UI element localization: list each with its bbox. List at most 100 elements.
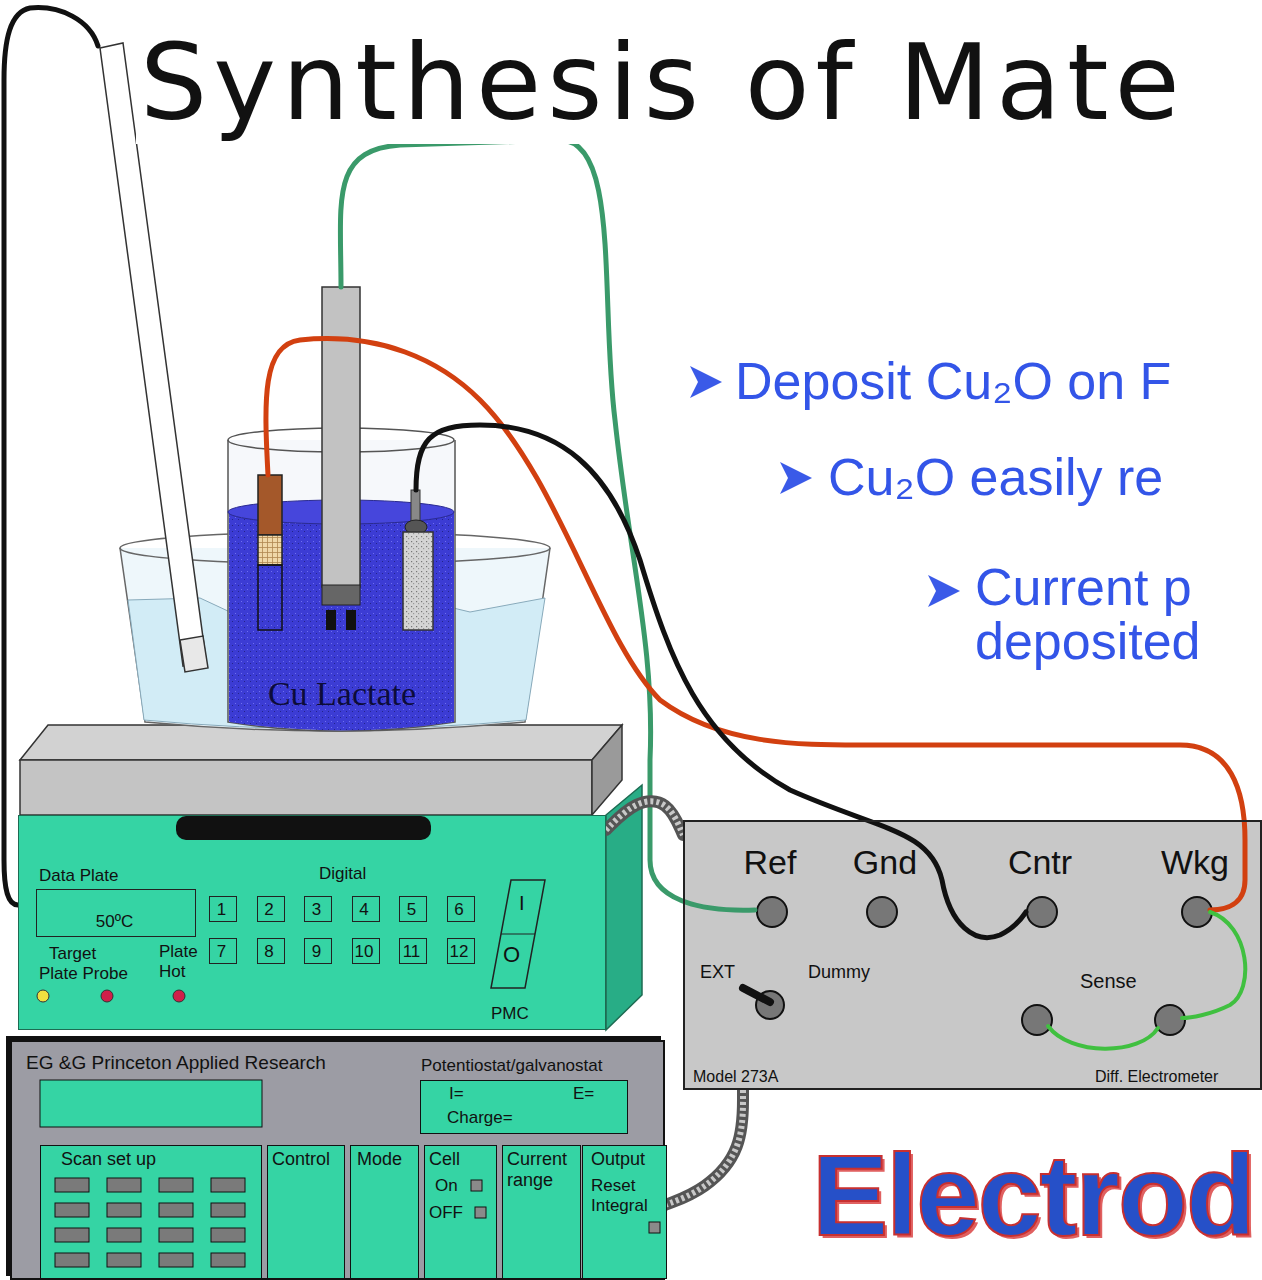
reference-foot	[346, 610, 356, 630]
node-text: Plate Probe	[39, 964, 128, 984]
program-button: 9	[304, 938, 332, 964]
node-text: EG &G Princeton Applied Research	[26, 1052, 326, 1074]
reference-electrode	[322, 287, 360, 587]
keypad-key	[55, 1203, 89, 1217]
node-text: 10	[353, 942, 376, 962]
probe-cable	[4, 8, 98, 905]
keypad-key	[211, 1253, 245, 1267]
cable-braid	[606, 801, 683, 835]
toggle-lever	[743, 988, 770, 1002]
terminal-jack	[1027, 897, 1057, 927]
bullet-text: Cu₂O easily re	[828, 448, 1163, 508]
keypad-key	[159, 1228, 193, 1242]
program-button: 8	[257, 938, 285, 964]
temperature-display: 50ºC	[36, 889, 196, 937]
cable-group	[665, 1090, 743, 1205]
node-text: Output	[591, 1149, 645, 1170]
hot-plate: 50ºC123456789101112IOData PlateDigitalTa…	[18, 815, 606, 1030]
program-button: 4	[352, 896, 380, 922]
output-panel: OutputReset Integral	[582, 1145, 667, 1279]
terminal-jack	[1182, 897, 1212, 927]
keypad-key	[107, 1228, 141, 1242]
terminal-label: Sense	[1080, 970, 1137, 993]
indicator-lamp	[101, 990, 113, 1002]
slide-title: Synthesis of Mate	[136, 22, 1190, 144]
banner-word: Electrod	[812, 1138, 1254, 1252]
reference-foot	[326, 610, 336, 630]
reference-wire	[340, 140, 755, 910]
keypad-key	[55, 1178, 89, 1192]
program-button: 7	[209, 938, 237, 964]
bullet-text: Deposit Cu₂O on F	[735, 352, 1171, 412]
program-button: 3	[304, 896, 332, 922]
switch-label: EXT	[700, 962, 735, 983]
keypad-key	[107, 1203, 141, 1217]
node-text: Plate Hot	[159, 942, 205, 981]
node-text: Reset Integral	[591, 1176, 663, 1215]
instrument-cable	[606, 801, 683, 835]
keypad-key	[107, 1253, 141, 1267]
node-text: Potentiostat/galvanostat	[421, 1056, 602, 1076]
node-text: 4	[353, 900, 376, 920]
node-text: I	[519, 892, 525, 915]
node-text: 12	[448, 942, 471, 962]
bullet-arrow	[780, 462, 812, 494]
bullet-text: deposited	[975, 612, 1201, 672]
node-text: Current range	[507, 1149, 577, 1190]
node-text: 9	[305, 942, 328, 962]
switch-label: Dummy	[808, 962, 870, 983]
terminal-jack	[867, 897, 897, 927]
terminal-label: Gnd	[835, 843, 935, 882]
node-text: Diff. Electrometer	[1095, 1068, 1218, 1086]
node-text: On	[435, 1176, 458, 1196]
node-text: Cell	[429, 1149, 460, 1170]
cable-braid	[665, 1090, 743, 1205]
node-text: E=	[573, 1084, 594, 1104]
node-text: 11	[400, 942, 423, 962]
node-text: Model 273A	[693, 1068, 778, 1086]
reference-tip	[322, 585, 360, 605]
beaker: Cu Lactate	[228, 428, 460, 730]
instrument-cable	[665, 1090, 743, 1205]
node-text: 50ºC	[37, 912, 192, 932]
indicator-lamp	[173, 990, 185, 1002]
node-text: I=	[449, 1084, 464, 1104]
node-text: Mode	[357, 1149, 402, 1170]
wire-ends	[685, 822, 1245, 1049]
node-text: 5	[400, 900, 423, 920]
keypad-key	[159, 1178, 193, 1192]
program-button: 10	[352, 938, 380, 964]
indicator-lamp	[37, 990, 49, 1002]
probe-tip	[180, 636, 208, 672]
control-panel: Control	[267, 1145, 345, 1279]
plate-front	[20, 760, 592, 815]
bullet-arrow	[928, 575, 960, 607]
power-switch: IO	[489, 878, 547, 990]
node-text: Digital	[319, 864, 366, 884]
plate-side	[592, 725, 622, 815]
plate-foot	[176, 816, 431, 840]
node-text: 7	[210, 942, 233, 962]
copper-lead	[258, 475, 282, 535]
node-text: 6	[448, 900, 471, 920]
keypad-key	[211, 1203, 245, 1217]
node-decor	[489, 878, 547, 990]
keypad-key	[55, 1228, 89, 1242]
terminal-jack	[1022, 1005, 1052, 1035]
terminal-label: Wkg	[1145, 843, 1245, 882]
counter-electrode	[403, 532, 433, 630]
cell-panel: CellOnOFF	[424, 1145, 497, 1279]
program-button: 11	[399, 938, 427, 964]
cable-group	[606, 801, 683, 835]
keypad-key	[211, 1178, 245, 1192]
bullet-text: Current p	[975, 558, 1192, 618]
scan-setup: Scan set up	[40, 1145, 262, 1279]
potentiostat-unit: Potentiostat/galvanostatI=E=Charge=Scan …	[10, 1040, 665, 1280]
program-button: 5	[399, 896, 427, 922]
push-button	[649, 1222, 660, 1233]
node-text: Scan set up	[61, 1149, 156, 1170]
node-text: O	[503, 942, 520, 967]
program-button: 1	[209, 896, 237, 922]
keypad-key	[55, 1253, 89, 1267]
substrate	[258, 535, 282, 565]
